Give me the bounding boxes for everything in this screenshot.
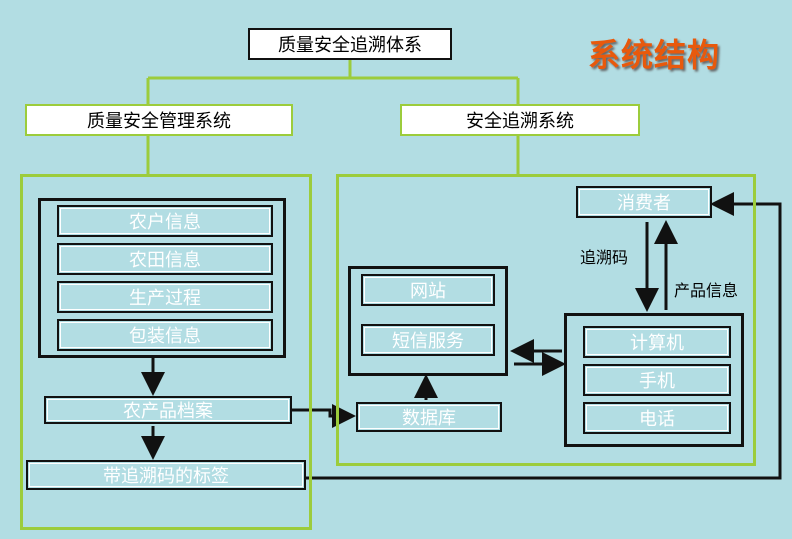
trace-code-label: 追溯码	[580, 248, 629, 267]
production-process-item: 生产过程	[57, 281, 273, 313]
right-system-panel	[336, 174, 756, 466]
telephone-item: 电话	[583, 402, 731, 434]
traceability-system-node: 安全追溯系统	[400, 104, 640, 136]
root-node: 质量安全追溯体系	[248, 28, 452, 60]
website-item: 网站	[361, 274, 495, 306]
packaging-info-item: 包装信息	[57, 319, 273, 351]
product-info-label: 产品信息	[674, 281, 739, 300]
device-group	[564, 313, 744, 447]
hierarchy-lines	[146, 60, 520, 176]
trace-label-node: 带追溯码的标签	[26, 460, 306, 490]
slide-title: 系统结构	[588, 36, 721, 74]
consumer-node: 消费者	[576, 186, 712, 218]
info-group	[38, 198, 286, 358]
mobile-phone-item: 手机	[583, 364, 731, 396]
web-group	[348, 266, 508, 376]
left-system-panel	[20, 174, 312, 530]
arrow-label-to-consumer	[306, 192, 782, 480]
quality-management-system-node: 质量安全管理系统	[25, 104, 293, 136]
computer-item: 计算机	[583, 326, 731, 358]
database-node: 数据库	[356, 402, 502, 432]
sms-service-item: 短信服务	[361, 324, 495, 356]
farmland-info-item: 农田信息	[57, 243, 273, 275]
product-archive-node: 农产品档案	[44, 396, 292, 424]
farmer-info-item: 农户信息	[57, 205, 273, 237]
